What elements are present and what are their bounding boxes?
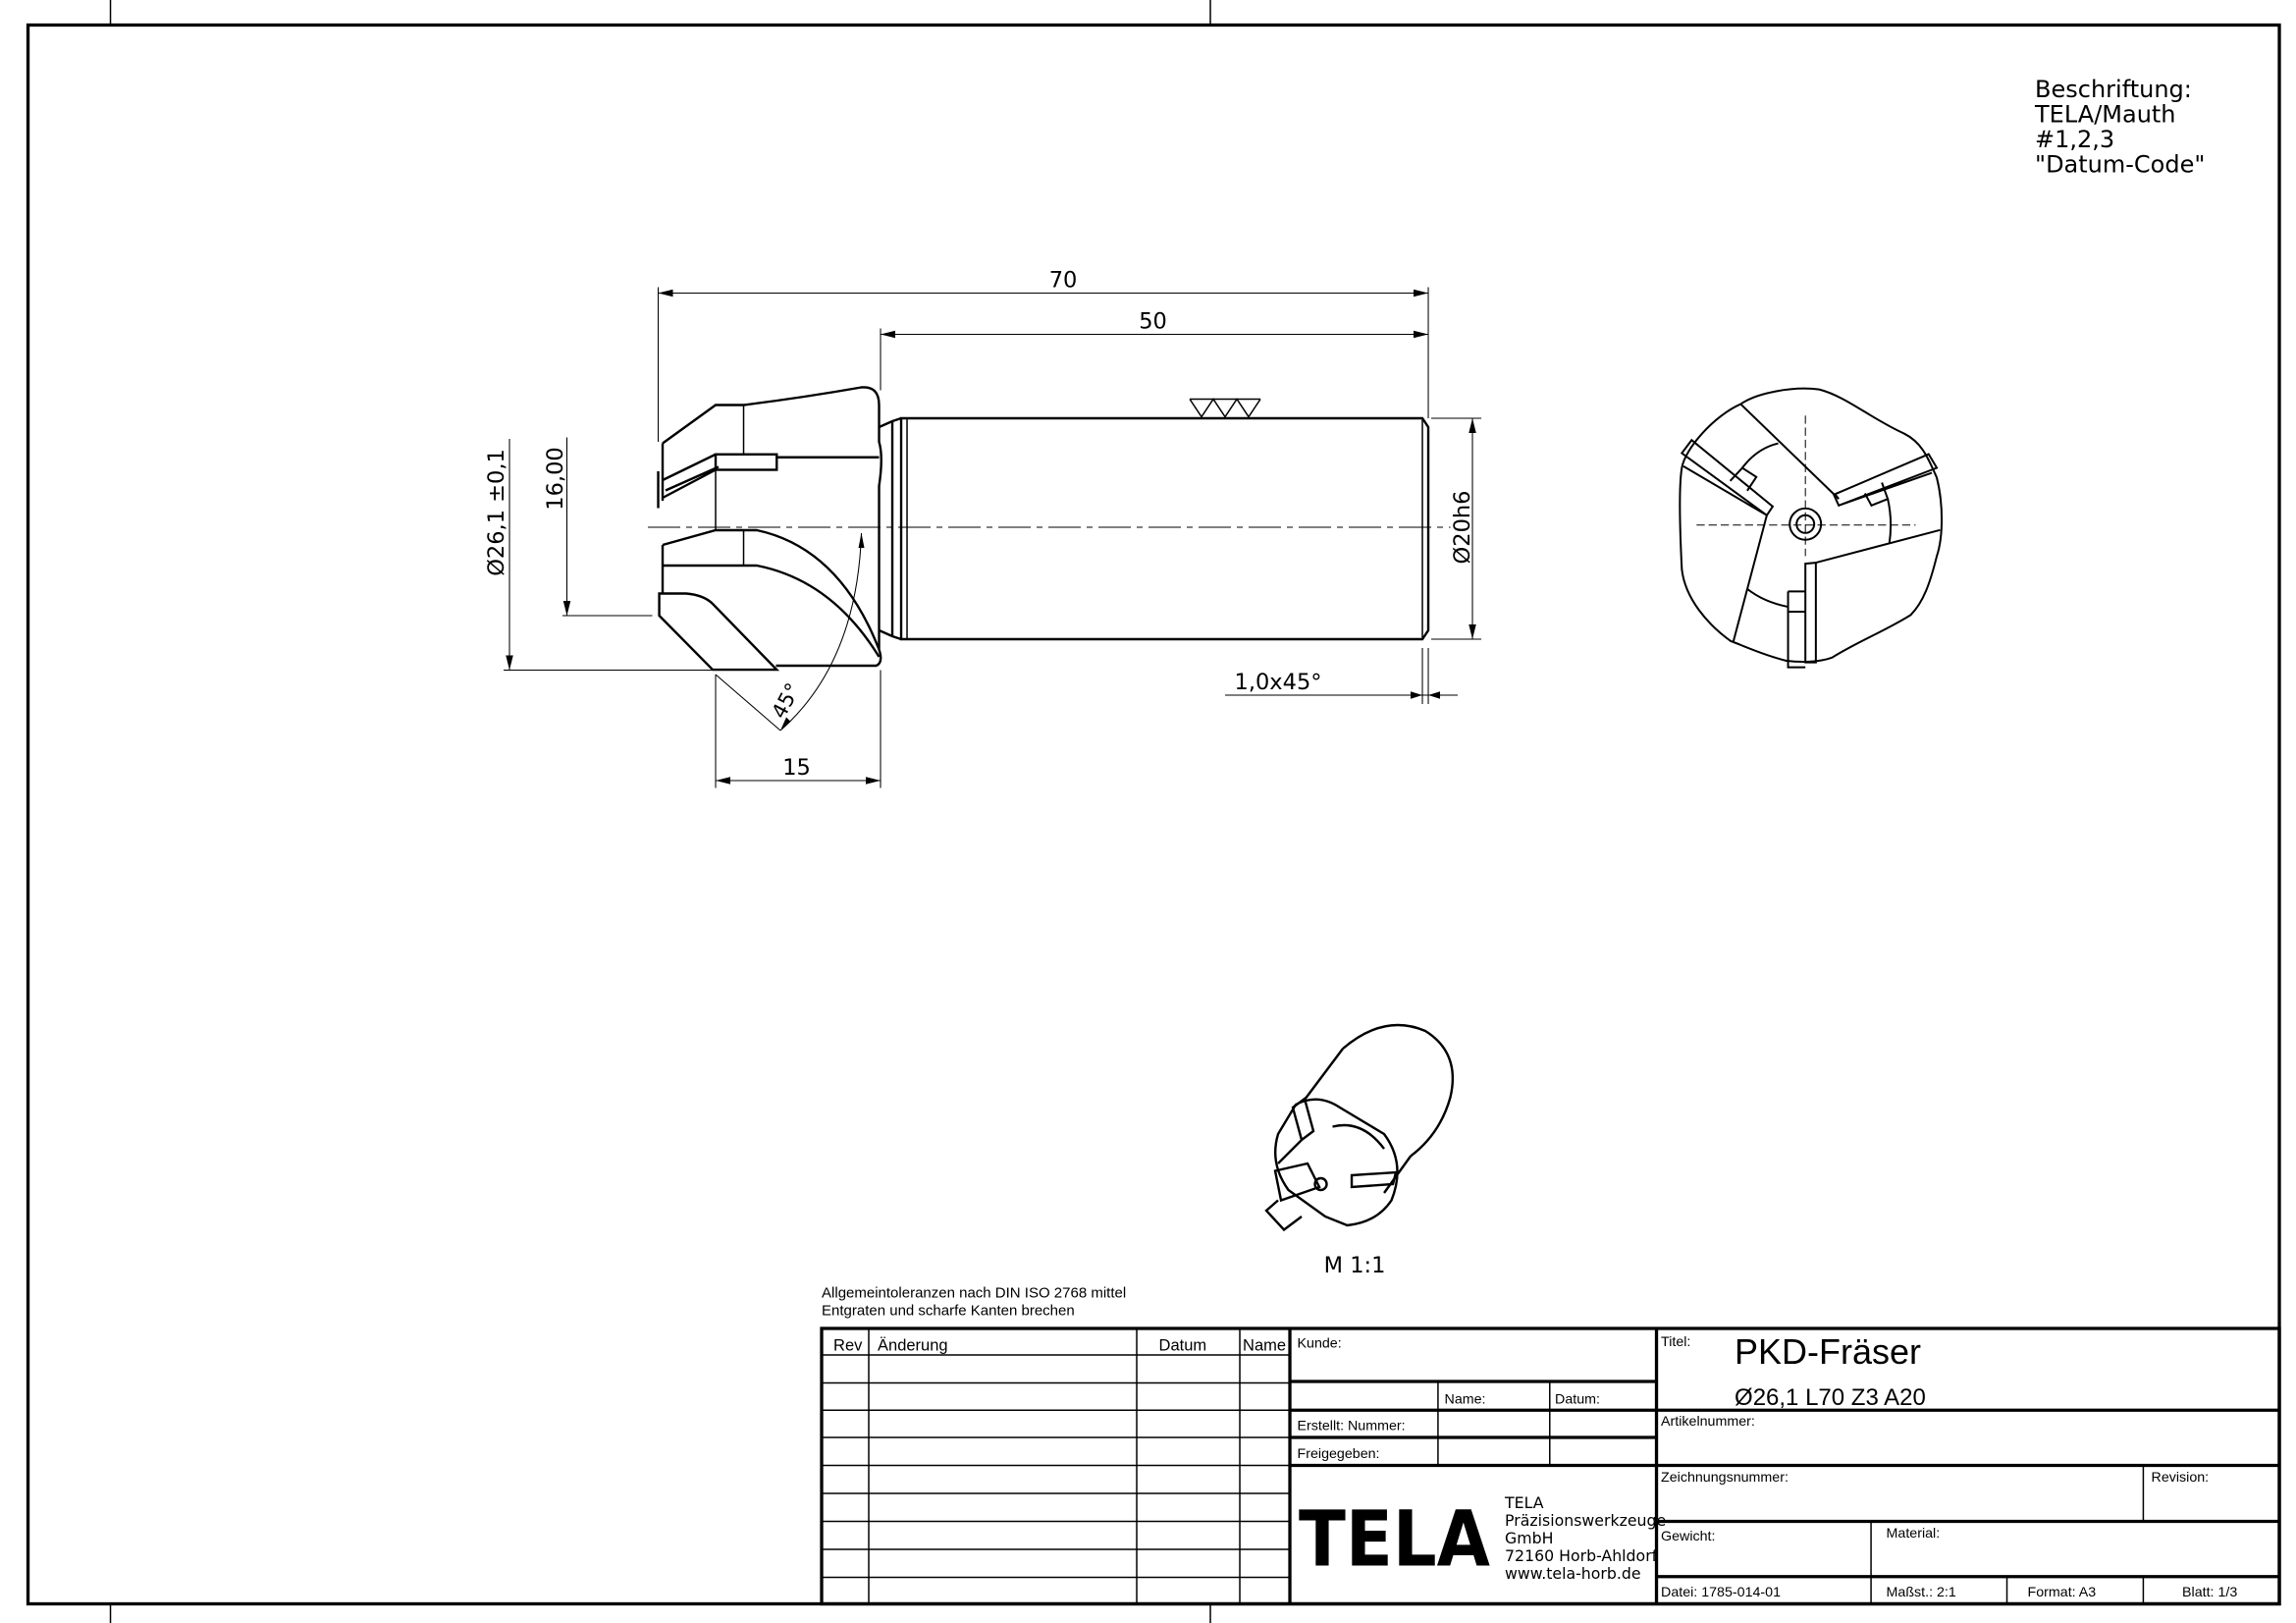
isometric-view bbox=[1264, 1023, 1455, 1232]
massstab-field: Maßst.: 2:1 bbox=[1887, 1585, 1956, 1600]
company-line: TELA bbox=[1504, 1493, 1544, 1512]
name-header: Name bbox=[1243, 1337, 1286, 1355]
head-outline bbox=[662, 386, 882, 668]
artikelnummer-label: Artikelnummer: bbox=[1661, 1414, 1755, 1430]
shank-outline bbox=[899, 416, 1430, 641]
titel-label: Titel: bbox=[1661, 1334, 1690, 1350]
freigegeben-label: Freigegeben: bbox=[1298, 1446, 1380, 1462]
dimensions: 70 50 Ø20h6 Ø26,1 ±0,1 16,00 15 45° bbox=[484, 268, 1482, 788]
date-header: Datum bbox=[1159, 1337, 1207, 1355]
note-line: "Datum-Code" bbox=[2035, 151, 2205, 179]
note-line: TELA/Mauth bbox=[2034, 101, 2176, 129]
drawing-title: PKD-Fräser bbox=[1735, 1331, 1921, 1372]
tolerance-note: Allgemeintoleranzen nach DIN ISO 2768 mi… bbox=[822, 1285, 1126, 1302]
dim-head-diameter: Ø26,1 ±0,1 bbox=[484, 449, 509, 576]
label-note: Beschriftung: TELA/Mauth #1,2,3 "Datum-C… bbox=[2034, 76, 2205, 179]
surface-finish-symbol bbox=[1189, 398, 1261, 418]
dim-angle: 45° bbox=[768, 679, 806, 723]
title-block: Rev Änderung Datum Name Kunde: Name: Dat… bbox=[820, 1326, 2281, 1606]
zeichnungsnummer-label: Zeichnungsnummer: bbox=[1661, 1470, 1789, 1486]
company-line: GmbH bbox=[1505, 1529, 1553, 1547]
company-line: www.tela-horb.de bbox=[1505, 1564, 1641, 1583]
erstellt-label: Erstellt: Nummer: bbox=[1298, 1419, 1406, 1434]
datei-field: Datei: 1785-014-01 bbox=[1661, 1585, 1781, 1600]
company-line: 72160 Horb-Ahldorf bbox=[1505, 1546, 1658, 1565]
company-address: TELA Präzisionswerkzeuge GmbH 72160 Horb… bbox=[1504, 1493, 1666, 1583]
revision-table: Rev Änderung Datum Name bbox=[822, 1328, 1292, 1604]
tela-logo: TELA bbox=[1299, 1496, 1490, 1585]
rev-header: Rev bbox=[833, 1337, 863, 1355]
dim-shank-length: 50 bbox=[1139, 309, 1167, 335]
note-line: #1,2,3 bbox=[2035, 126, 2114, 153]
deburr-note: Entgraten und scharfe Kanten brechen bbox=[822, 1303, 1075, 1320]
kunde-label: Kunde: bbox=[1298, 1336, 1342, 1352]
end-view bbox=[1679, 387, 1944, 669]
datum-label: Datum: bbox=[1555, 1392, 1600, 1408]
iso-view-scale: M 1:1 bbox=[1324, 1253, 1386, 1278]
company-line: Präzisionswerkzeuge bbox=[1505, 1511, 1666, 1530]
blatt-field: Blatt: 1/3 bbox=[2182, 1585, 2237, 1600]
name-label: Name: bbox=[1445, 1392, 1486, 1408]
dim-head-length: 15 bbox=[782, 755, 811, 781]
dim-shank-diameter: Ø20h6 bbox=[1450, 491, 1475, 565]
dim-chamfer: 1,0x45° bbox=[1235, 670, 1322, 695]
format-field: Format: A3 bbox=[2028, 1585, 2097, 1600]
revision-label: Revision: bbox=[2152, 1470, 2210, 1486]
dim-overall-length: 70 bbox=[1049, 268, 1078, 294]
material-label: Material: bbox=[1887, 1526, 1941, 1542]
note-line: Beschriftung: bbox=[2035, 76, 2192, 103]
gewicht-label: Gewicht: bbox=[1661, 1529, 1715, 1544]
drawing-subtitle: Ø26,1 L70 Z3 A20 bbox=[1735, 1384, 1926, 1411]
sheet-frame bbox=[26, 0, 2281, 1623]
side-view bbox=[648, 386, 1451, 672]
dim-height: 16,00 bbox=[543, 447, 568, 510]
change-header: Änderung bbox=[878, 1337, 948, 1355]
